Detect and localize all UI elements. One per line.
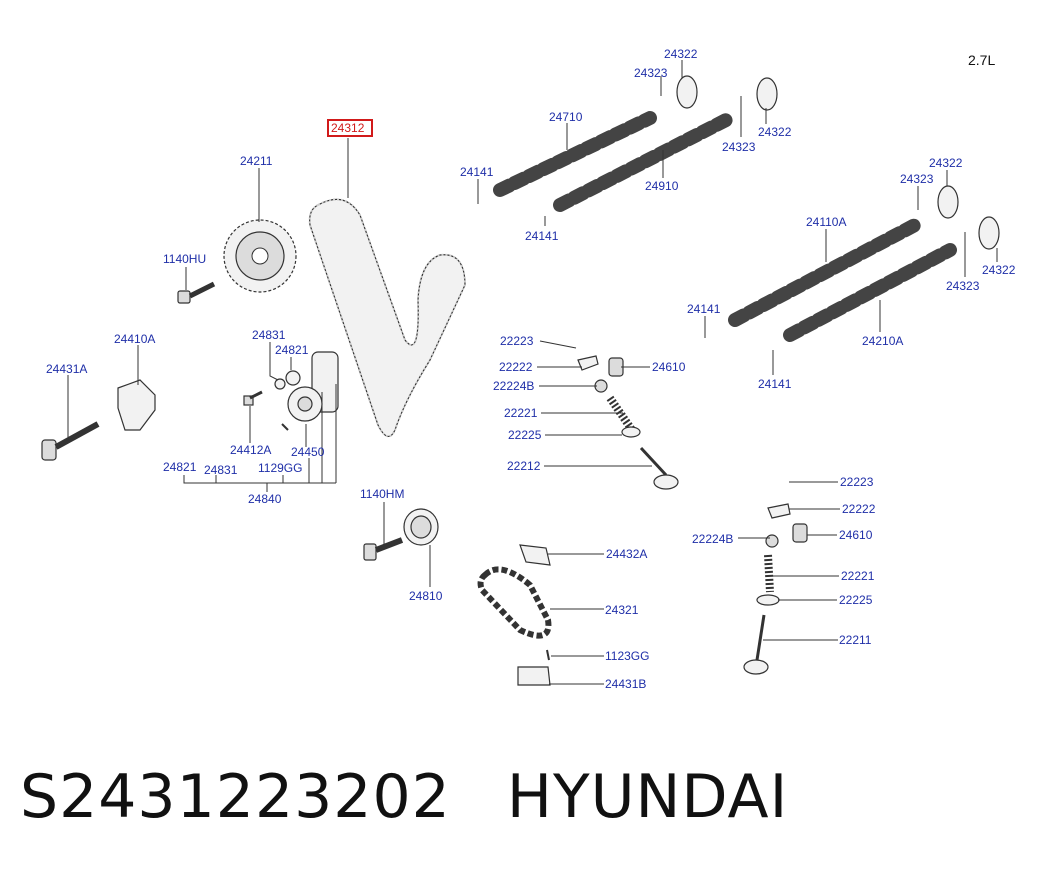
label-24323[interactable]: 24323	[722, 140, 756, 154]
oil-pump-chain-drawing	[477, 544, 552, 686]
label-1123GG[interactable]: 1123GG	[605, 649, 649, 663]
exploded-parts-diagram: 24312 24322 24323 24710 24322 24323 2414…	[41, 47, 1016, 691]
label-22223[interactable]: 22223	[500, 334, 534, 348]
bolt-1140HU-drawing	[177, 281, 216, 304]
label-22224B[interactable]: 22224B	[493, 379, 534, 393]
label-22224B[interactable]: 22224B	[692, 532, 733, 546]
idler-drawing	[363, 508, 439, 561]
label-24821[interactable]: 24821	[163, 460, 197, 474]
timing-belt-drawing	[308, 198, 467, 438]
engine-label: 2.7L	[968, 52, 996, 68]
label-22211[interactable]: 22211	[839, 633, 872, 647]
label-1140HM[interactable]: 1140HM	[360, 487, 404, 501]
label-24910[interactable]: 24910	[645, 179, 679, 193]
label-24323[interactable]: 24323	[634, 66, 668, 80]
label-24321[interactable]: 24321	[605, 603, 639, 617]
label-24610[interactable]: 24610	[652, 360, 686, 374]
label-24821[interactable]: 24821	[275, 343, 309, 357]
tensioner-bracket-drawing	[41, 379, 156, 461]
label-24322[interactable]: 24322	[664, 47, 698, 61]
label-22212[interactable]: 22212	[507, 459, 541, 473]
label-1129GG[interactable]: 1129GG	[258, 461, 302, 475]
label-22221[interactable]: 22221	[841, 569, 875, 583]
label-24710[interactable]: 24710	[549, 110, 583, 124]
crank-sprocket-drawing	[223, 219, 297, 293]
label-24323[interactable]: 24323	[946, 279, 980, 293]
part-caption: S2431223202 HYUNDAI	[20, 762, 788, 832]
label-24322[interactable]: 24322	[758, 125, 792, 139]
label-22222[interactable]: 22222	[842, 502, 876, 516]
label-24431B[interactable]: 24431B	[605, 677, 646, 691]
label-24431A[interactable]: 24431A	[46, 362, 87, 376]
label-24323[interactable]: 24323	[900, 172, 934, 186]
label-24141[interactable]: 24141	[525, 229, 559, 243]
label-24210A[interactable]: 24210A	[862, 334, 903, 348]
label-24322[interactable]: 24322	[929, 156, 963, 170]
label-24141[interactable]: 24141	[460, 165, 494, 179]
label-22223[interactable]: 22223	[840, 475, 874, 489]
label-1140HU[interactable]: 1140HU	[163, 252, 206, 266]
label-24410A[interactable]: 24410A	[114, 332, 155, 346]
leader-lines	[67, 60, 998, 685]
part-labels: 24312 24322 24323 24710 24322 24323 2414…	[46, 47, 1016, 691]
label-24141[interactable]: 24141	[687, 302, 721, 316]
label-22221[interactable]: 22221	[504, 406, 538, 420]
valve-train-drawing	[577, 355, 808, 675]
brand-name: HYUNDAI	[506, 762, 789, 832]
label-24610[interactable]: 24610	[839, 528, 873, 542]
part-number: S2431223202	[20, 762, 451, 832]
label-24110A[interactable]: 24110A	[806, 215, 846, 229]
label-24840[interactable]: 24840	[248, 492, 282, 506]
label-24810[interactable]: 24810	[409, 589, 443, 603]
label-24312[interactable]: 24312	[331, 121, 365, 135]
camshafts-drawing	[493, 75, 1000, 342]
label-24141[interactable]: 24141	[758, 377, 792, 391]
label-22225[interactable]: 22225	[508, 428, 542, 442]
label-24211[interactable]: 24211	[240, 154, 273, 168]
highlight-box	[327, 119, 373, 137]
label-24432A[interactable]: 24432A	[606, 547, 647, 561]
tensioner-assembly-drawing	[243, 351, 339, 431]
label-22225[interactable]: 22225	[839, 593, 873, 607]
label-22222[interactable]: 22222	[499, 360, 533, 374]
label-24831[interactable]: 24831	[252, 328, 286, 342]
label-24322[interactable]: 24322	[982, 263, 1016, 277]
label-24412A[interactable]: 24412A	[230, 443, 271, 457]
label-24450[interactable]: 24450	[291, 445, 325, 459]
label-24831[interactable]: 24831	[204, 463, 238, 477]
